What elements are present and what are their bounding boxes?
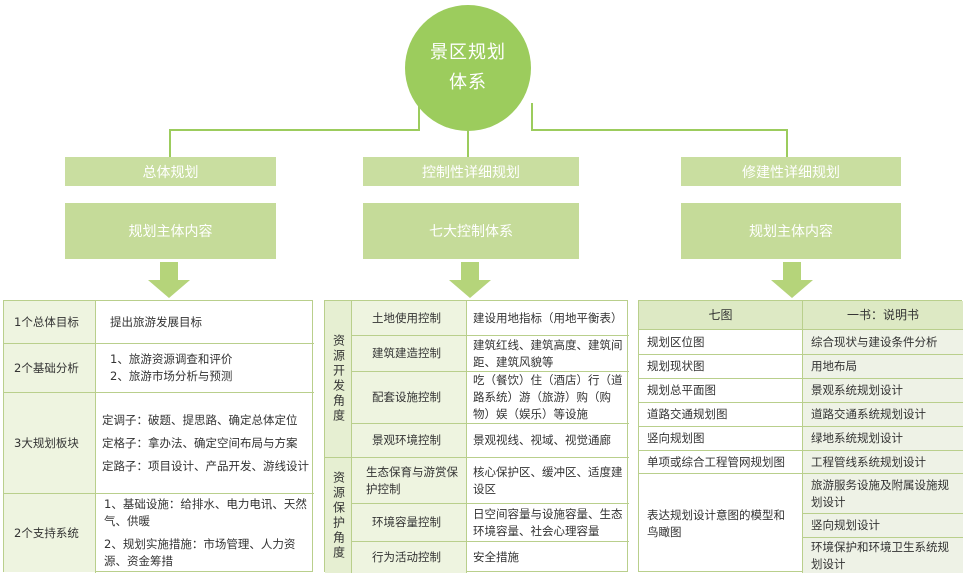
right-left-item: 单项或综合工程管网规划图: [647, 454, 785, 469]
right-right-item: 竖向规划设计: [803, 514, 963, 537]
right-header-left: 七图: [639, 301, 802, 329]
left-row-item: 2、规划实施措施：市场管理、人力资源、资金筹措: [104, 537, 296, 568]
arrow-middle: [449, 262, 491, 298]
branch-right-sub: 修建性详细规划: [681, 157, 901, 186]
root-title: 景区规划体系: [430, 42, 506, 93]
left-row-label: 3大规划板块: [4, 393, 95, 493]
branch-left-main-label: 规划主体内容: [128, 224, 213, 240]
middle-row-desc: 核心保护区、缓冲区、适度建设区: [473, 464, 623, 496]
middle-row-name: 配套设施控制: [352, 372, 466, 423]
left-row-item: 定调子：破题、提思路、确定总体定位: [102, 412, 298, 427]
right-left-item: 规划现状图: [647, 359, 705, 373]
branch-right-main: 规划主体内容: [681, 203, 901, 259]
right-right-item: 景观系统规划设计: [803, 379, 963, 402]
left-row-items: 1、旅游资源调查和评价 2、旅游市场分析与预测: [96, 344, 313, 392]
right-right-item: 旅游服务设施及附属设施规划设计: [803, 474, 963, 513]
right-left-item: 表达规划设计意图的模型和鸟瞰图: [647, 507, 785, 539]
right-table: 七图 一书：说明书 规划区位图 规划现状图 规划总平面图 道路交通规划图 竖向规…: [638, 300, 963, 573]
right-header-right: 一书：说明书: [803, 301, 963, 329]
middle-row-name: 行为活动控制: [352, 542, 466, 573]
middle-row-desc: 日空间容量与设施容量、生态环境容量、社会心理容量: [473, 506, 623, 538]
left-table: 1个总体目标 提出旅游发展目标 2个基础分析 1、旅游资源调查和评价 2、旅游市…: [3, 300, 314, 573]
middle-row-name: 景观环境控制: [352, 424, 466, 457]
middle-row-name: 环境容量控制: [352, 504, 466, 541]
left-row-item: 1、旅游资源调查和评价: [110, 352, 233, 366]
middle-row-desc: 建筑红线、建筑高度、建筑间距、建筑风貌等: [473, 337, 623, 369]
branch-middle-main: 七大控制体系: [363, 203, 579, 259]
left-row-item: 2、旅游市场分析与预测: [110, 369, 233, 383]
left-row-item: 1、基础设施：给排水、电力电讯、天然气、供暖: [104, 497, 307, 528]
middle-table: 资源开发角度 资源保护角度 土地使用控制 建设用地指标（用地平衡表） 建筑建造控…: [324, 300, 629, 573]
branch-left-sub: 总体规划: [65, 157, 276, 186]
right-right-item: 绿地系统规划设计: [803, 427, 963, 450]
right-left-item: 道路交通规划图: [647, 407, 728, 421]
right-right-item: 工程管线系统规划设计: [803, 451, 963, 473]
connector-right: [531, 103, 788, 158]
left-row-label: 1个总体目标: [4, 301, 95, 343]
branch-middle-sub-label: 控制性详细规划: [422, 164, 520, 181]
right-right-item: 综合现状与建设条件分析: [803, 330, 963, 354]
middle-row-desc: 安全措施: [473, 550, 519, 564]
right-left-item: 规划区位图: [647, 334, 705, 349]
right-left-item: 规划总平面图: [647, 383, 716, 397]
middle-row-desc: 景观视线、视域、视觉通廊: [473, 433, 611, 447]
arrow-left: [148, 262, 190, 298]
left-row-item: 定路子：项目设计、产品开发、游线设计: [102, 458, 309, 473]
middle-row-name: 土地使用控制: [352, 301, 466, 335]
root-node: 景区规划体系: [405, 5, 531, 131]
middle-row-desc: 吃（餐饮）住（酒店）行（道路系统）游（旅游）购（购物）娱（娱乐）等设施: [473, 373, 623, 421]
arrow-right: [771, 262, 813, 298]
branch-middle-sub: 控制性详细规划: [363, 157, 579, 186]
branch-right-sub-label: 修建性详细规划: [742, 164, 840, 181]
branch-right-main-label: 规划主体内容: [749, 224, 833, 240]
middle-group-label: 资源开发角度: [325, 301, 351, 457]
right-right-item: 用地布局: [803, 355, 963, 378]
branch-left-sub-label: 总体规划: [142, 164, 199, 181]
connector-left: [169, 103, 420, 158]
middle-row-name: 生态保育与游赏保护控制: [352, 458, 466, 503]
left-row-items: 定调子：破题、提思路、确定总体定位 定格子：拿办法、确定空间布局与方案 定路子：…: [96, 393, 313, 493]
left-row-label: 2个基础分析: [4, 344, 95, 392]
left-row-item: 提出旅游发展目标: [110, 314, 202, 329]
right-right-item: 环境保护和环境卫生系统规划设计: [803, 538, 963, 573]
middle-row-name: 建筑建造控制: [352, 336, 466, 371]
middle-row-desc: 建设用地指标（用地平衡表）: [473, 310, 623, 325]
branch-middle-main-label: 七大控制体系: [429, 224, 513, 240]
branch-left-main: 规划主体内容: [65, 203, 276, 259]
left-row-item: 定格子：拿办法、确定空间布局与方案: [102, 435, 298, 450]
left-row-label: 2个支持系统: [4, 494, 95, 572]
right-right-item: 道路交通系统规划设计: [803, 403, 963, 426]
middle-group-label: 资源保护角度: [325, 458, 351, 573]
right-left-item: 竖向规划图: [647, 431, 705, 445]
left-row-items: 1、基础设施：给排水、电力电讯、天然气、供暖 2、规划实施措施：市场管理、人力资…: [96, 494, 313, 572]
